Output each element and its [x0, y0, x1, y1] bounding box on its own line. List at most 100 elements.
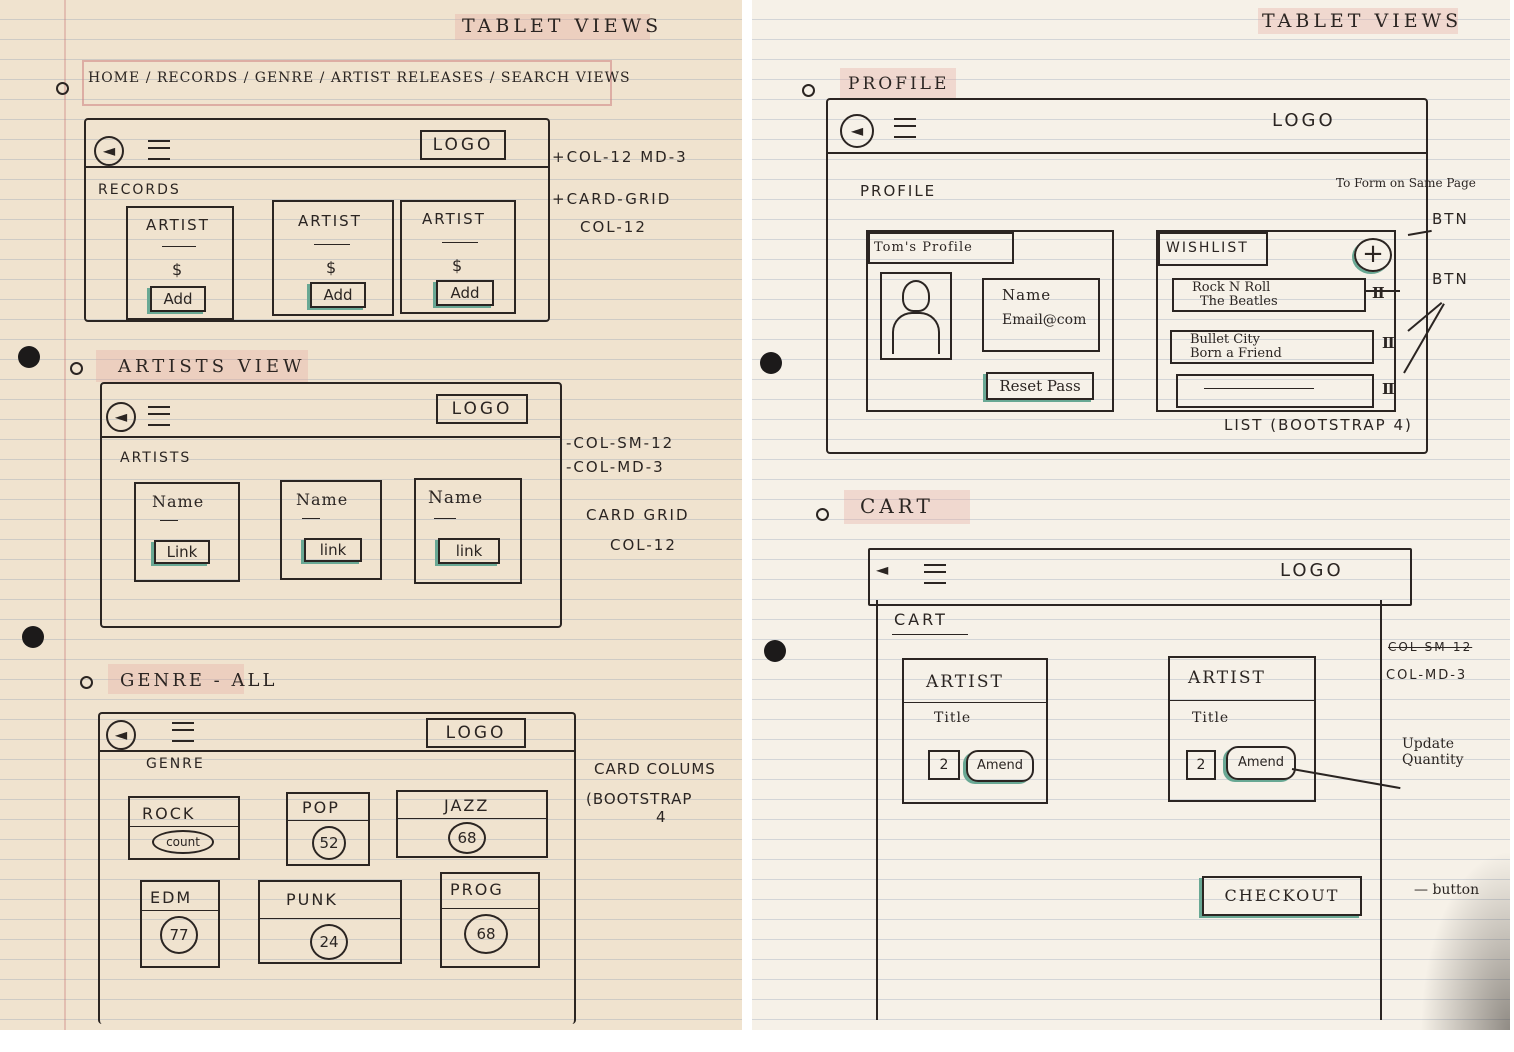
bullet-icon: [56, 82, 69, 95]
logo: LOGO: [1272, 110, 1336, 131]
section-heading-box: [82, 60, 612, 106]
hamburger-menu-icon[interactable]: [148, 140, 170, 160]
back-arrow-icon[interactable]: ◄: [840, 114, 874, 148]
add-button[interactable]: Add: [310, 282, 366, 308]
card-divider: [398, 818, 546, 819]
delete-icon[interactable]: Ⅱ: [1382, 380, 1395, 398]
margin-line: [64, 0, 66, 1030]
page-title: TABLET VIEWS: [1262, 10, 1463, 32]
add-to-wishlist-button[interactable]: +: [1354, 238, 1392, 272]
genre-name: PUNK: [286, 890, 338, 909]
section-heading-genre: GENRE - ALL: [120, 670, 278, 691]
artists-frame: ◄ LOGO ARTISTS Name Link Name link Name …: [100, 382, 562, 628]
back-arrow-icon[interactable]: ◄: [876, 560, 891, 579]
note-btn-delete: BTN: [1432, 270, 1469, 288]
card-name: Name: [152, 492, 205, 511]
logo: LOGO: [426, 718, 526, 748]
back-arrow-icon[interactable]: ◄: [94, 136, 124, 166]
section-heading-highlight: [108, 664, 244, 694]
wishlist-row[interactable]: Bullet City Born a Friend: [1170, 330, 1374, 364]
note-col-sm-12: COL-SM-12: [1388, 640, 1473, 654]
page-shadow: [1420, 850, 1510, 1030]
page-label-genre: GENRE: [146, 756, 205, 772]
hamburger-menu-icon[interactable]: [172, 722, 194, 742]
genre-count: 68: [448, 822, 486, 854]
artist-card: Name link: [414, 478, 522, 584]
page-label-cart: CART: [894, 610, 948, 629]
hamburger-menu-icon[interactable]: [148, 406, 170, 426]
note-card-grid: CARD GRID: [586, 506, 690, 524]
delete-icon[interactable]: Ⅱ: [1372, 284, 1385, 302]
back-arrow-icon[interactable]: ◄: [106, 402, 136, 432]
note-col-md-3: -COL-MD-3: [566, 458, 665, 476]
wishlist-row-placeholder: [1204, 388, 1314, 389]
note-btn-add: BTN: [1432, 210, 1469, 228]
link-button[interactable]: link: [304, 538, 362, 562]
cart-item-title: Title: [934, 710, 972, 726]
email-field: Email@com: [1002, 312, 1087, 328]
add-button[interactable]: Add: [436, 280, 494, 306]
genre-count: 68: [464, 914, 508, 954]
note-card-grid: +CARD-GRID: [552, 190, 672, 208]
reset-password-button[interactable]: Reset Pass: [986, 372, 1094, 400]
binder-hole: [760, 352, 782, 374]
genre-count: 52: [312, 826, 346, 860]
bullet-icon: [70, 362, 83, 375]
genre-card: ROCK count: [128, 796, 240, 860]
navbar-divider: [100, 750, 574, 752]
genre-name: EDM: [150, 888, 193, 907]
artist-card: Name link: [280, 480, 382, 580]
genre-card: JAZZ 68: [396, 790, 548, 858]
card-divider: [260, 918, 400, 919]
genre-card: PUNK 24: [258, 880, 402, 964]
card-divider: [160, 520, 178, 521]
card-artist: ARTIST: [422, 210, 486, 228]
section-heading-home: HOME / RECORDS / GENRE / ARTIST RELEASES…: [88, 70, 631, 86]
card-divider: [1170, 700, 1314, 701]
note-col-md-3: COL-MD-3: [1386, 668, 1468, 683]
logo: LOGO: [436, 394, 528, 424]
back-arrow-icon[interactable]: ◄: [106, 720, 136, 750]
logo: LOGO: [1280, 560, 1344, 581]
section-heading-highlight: [96, 350, 308, 382]
link-button[interactable]: link: [438, 538, 500, 564]
card-divider: [904, 702, 1046, 703]
note-col-12: COL-12: [610, 536, 677, 554]
quantity-field[interactable]: 2: [928, 750, 960, 780]
genre-frame: ◄ LOGO GENRE ROCK count POP 52 JAZZ 68 E…: [98, 712, 576, 1024]
add-button[interactable]: Add: [150, 286, 206, 312]
section-heading-artists: ARTISTS VIEW: [118, 356, 306, 377]
cart-item-card: ARTIST Title 2 Amend: [1168, 656, 1316, 802]
amend-button[interactable]: Amend: [1226, 746, 1296, 780]
genre-card: PROG 68: [440, 872, 540, 968]
quantity-field[interactable]: 2: [1186, 750, 1216, 780]
wishlist-row[interactable]: [1176, 374, 1374, 408]
profile-details: Name Email@com: [982, 278, 1100, 352]
page-label-artists: ARTISTS: [120, 450, 192, 466]
title-highlight: [1258, 8, 1458, 34]
card-divider: [302, 518, 320, 519]
card-price: $: [172, 260, 185, 279]
profile-frame: ◄ LOGO PROFILE Tom's Profile Name Email@…: [826, 98, 1428, 454]
genre-card: EDM 77: [140, 880, 220, 968]
wishlist-row[interactable]: Rock N Roll The Beatles: [1172, 278, 1366, 312]
cart-navbar: ◄ LOGO: [868, 548, 1412, 606]
record-card: ARTIST $ Add: [400, 200, 516, 314]
delete-icon[interactable]: Ⅱ: [1382, 334, 1395, 352]
right-sketch-page: TABLET VIEWS PROFILE ◄ LOGO PROFILE Tom'…: [752, 0, 1510, 1030]
card-artist: ARTIST: [146, 216, 210, 234]
hamburger-menu-icon[interactable]: [894, 118, 916, 138]
amend-button[interactable]: Amend: [966, 750, 1034, 782]
genre-name: ROCK: [142, 804, 196, 823]
bullet-icon: [80, 676, 93, 689]
left-sketch-page: TABLET VIEWS HOME / RECORDS / GENRE / AR…: [0, 0, 742, 1030]
note-col-sm-12: -COL-SM-12: [566, 434, 675, 452]
checkout-button[interactable]: CHECKOUT: [1202, 876, 1362, 916]
avatar-head-icon: [902, 280, 930, 312]
card-divider: [434, 518, 456, 519]
hamburger-menu-icon[interactable]: [924, 564, 946, 584]
note-bootstrap-version: 4: [656, 808, 668, 826]
section-heading-cart: CART: [860, 494, 934, 518]
link-button[interactable]: Link: [154, 540, 210, 564]
wishlist-row-artist: Born a Friend: [1190, 346, 1282, 361]
